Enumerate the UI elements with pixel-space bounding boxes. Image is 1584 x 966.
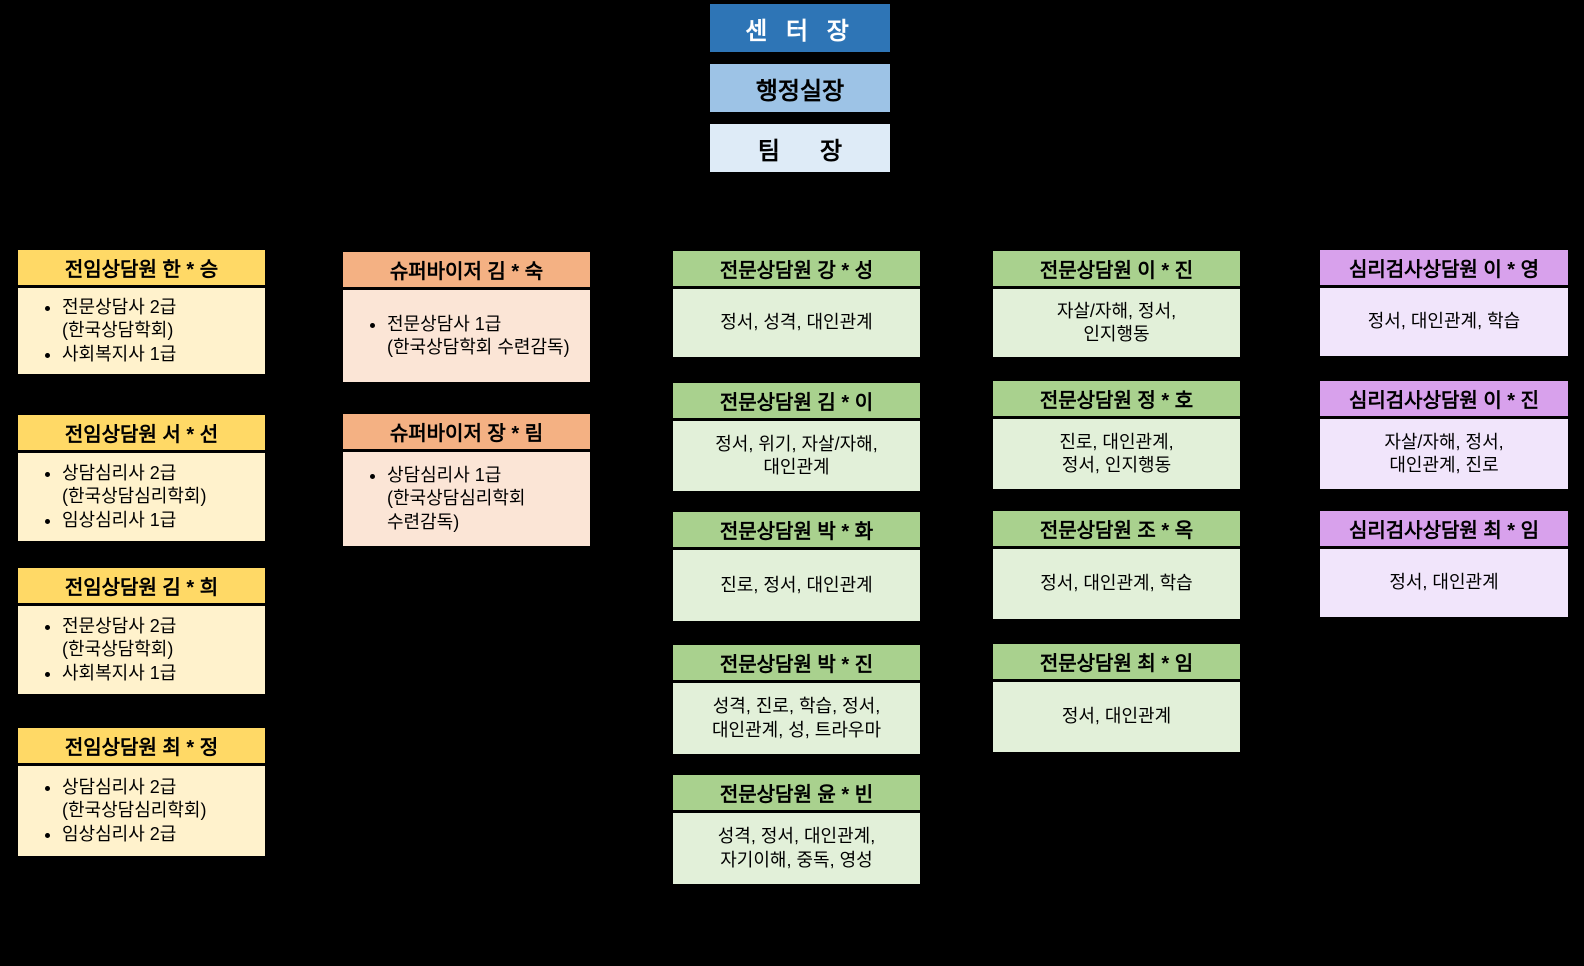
psych-test-counselor-card-3: 심리검사상담원 최 * 임 정서, 대인관계: [1320, 511, 1568, 617]
qualification-list: 전문상담사 2급 (한국상담학회) 사회복지사 1급: [18, 296, 259, 366]
role-box-center-director: 센 터 장: [710, 4, 890, 52]
qualification-item: 사회복지사 1급: [62, 343, 259, 366]
card-qualifications: 전문상담사 1급 (한국상담학회 수련감독): [343, 290, 590, 382]
professional-counselor-card-2: 전문상담원 김 * 이 정서, 위기, 자살/자해, 대인관계: [673, 383, 920, 491]
card-qualifications: 전문상담사 2급 (한국상담학회) 사회복지사 1급: [18, 288, 265, 374]
card-title: 전임상담원 최 * 정: [18, 728, 265, 766]
card-title: 전문상담원 최 * 임: [993, 644, 1240, 682]
card-specialties: 성격, 진로, 학습, 정서, 대인관계, 성, 트라우마: [673, 683, 920, 754]
psych-test-counselor-card-2: 심리검사상담원 이 * 진 자살/자해, 정서, 대인관계, 진로: [1320, 381, 1568, 489]
professional-counselor-card-4: 전문상담원 박 * 진 성격, 진로, 학습, 정서, 대인관계, 성, 트라우…: [673, 645, 920, 754]
full-time-counselor-card-2: 전임상담원 서 * 선 상담심리사 2급 (한국상담심리학회) 임상심리사 1급: [18, 415, 265, 541]
specialty-text: 진로, 정서, 대인관계: [720, 574, 873, 595]
qualification-item: 임상심리사 2급: [62, 823, 259, 846]
card-title: 심리검사상담원 이 * 진: [1320, 381, 1568, 419]
supervisor-card-2: 슈퍼바이저 장 * 림 상담심리사 1급 (한국상담심리학회 수련감독): [343, 414, 590, 546]
psych-test-counselor-card-1: 심리검사상담원 이 * 영 정서, 대인관계, 학습: [1320, 250, 1568, 356]
specialty-text: 자살/자해, 정서, 인지행동: [1056, 300, 1177, 344]
card-specialties: 정서, 대인관계: [1320, 549, 1568, 617]
specialty-text: 정서, 대인관계: [1061, 706, 1172, 727]
card-specialties: 정서, 대인관계: [993, 682, 1240, 752]
qualification-list: 전문상담사 2급 (한국상담학회) 사회복지사 1급: [18, 615, 259, 685]
card-title: 전임상담원 한 * 승: [18, 250, 265, 288]
specialty-text: 성격, 정서, 대인관계, 자기이해, 중독, 영성: [717, 826, 876, 870]
card-qualifications: 전문상담사 2급 (한국상담학회) 사회복지사 1급: [18, 606, 265, 694]
card-title: 전문상담원 박 * 진: [673, 645, 920, 683]
full-time-counselor-card-3: 전임상담원 김 * 희 전문상담사 2급 (한국상담학회) 사회복지사 1급: [18, 568, 265, 694]
qualification-item: 상담심리사 2급 (한국상담심리학회): [62, 462, 259, 509]
card-title: 전문상담원 강 * 성: [673, 251, 920, 289]
specialty-text: 정서, 대인관계, 학습: [1367, 311, 1521, 332]
card-specialties: 자살/자해, 정서, 대인관계, 진로: [1320, 419, 1568, 489]
qualification-item: 전문상담사 2급 (한국상담학회): [62, 615, 259, 662]
professional-counselor-card-1: 전문상담원 강 * 성 정서, 성격, 대인관계: [673, 251, 920, 357]
specialty-text: 정서, 대인관계, 학습: [1040, 573, 1193, 594]
card-title: 전문상담원 박 * 화: [673, 512, 920, 550]
specialty-text: 성격, 진로, 학습, 정서, 대인관계, 성, 트라우마: [711, 696, 882, 740]
card-specialties: 정서, 대인관계, 학습: [1320, 288, 1568, 356]
professional-counselor-card-9: 전문상담원 최 * 임 정서, 대인관계: [993, 644, 1240, 752]
professional-counselor-card-8: 전문상담원 조 * 옥 정서, 대인관계, 학습: [993, 511, 1240, 619]
card-qualifications: 상담심리사 2급 (한국상담심리학회) 임상심리사 2급: [18, 766, 265, 856]
professional-counselor-card-5: 전문상담원 윤 * 빈 성격, 정서, 대인관계, 자기이해, 중독, 영성: [673, 775, 920, 884]
qualification-item: 임상심리사 1급: [62, 509, 259, 532]
card-title: 전문상담원 윤 * 빈: [673, 775, 920, 813]
qualification-list: 상담심리사 2급 (한국상담심리학회) 임상심리사 2급: [18, 776, 259, 846]
qualification-item: 전문상담사 2급 (한국상담학회): [62, 296, 259, 343]
card-specialties: 진로, 정서, 대인관계: [673, 550, 920, 621]
card-title: 전문상담원 조 * 옥: [993, 511, 1240, 549]
specialty-text: 정서, 위기, 자살/자해, 대인관계: [715, 433, 878, 477]
role-box-team-leader: 팀 장: [710, 124, 890, 172]
card-specialties: 정서, 성격, 대인관계: [673, 289, 920, 357]
card-specialties: 정서, 대인관계, 학습: [993, 549, 1240, 619]
qualification-list: 상담심리사 2급 (한국상담심리학회) 임상심리사 1급: [18, 462, 259, 532]
card-specialties: 진로, 대인관계, 정서, 인지행동: [993, 419, 1240, 489]
role-box-admin-office-director: 행정실장: [710, 64, 890, 112]
card-title: 전임상담원 김 * 희: [18, 568, 265, 606]
card-title: 슈퍼바이저 김 * 숙: [343, 252, 590, 290]
card-title: 심리검사상담원 이 * 영: [1320, 250, 1568, 288]
card-title: 전임상담원 서 * 선: [18, 415, 265, 453]
full-time-counselor-card-1: 전임상담원 한 * 승 전문상담사 2급 (한국상담학회) 사회복지사 1급: [18, 250, 265, 374]
supervisor-card-1: 슈퍼바이저 김 * 숙 전문상담사 1급 (한국상담학회 수련감독): [343, 252, 590, 382]
card-title: 전문상담원 김 * 이: [673, 383, 920, 421]
qualification-item: 상담심리사 1급 (한국상담심리학회 수련감독): [387, 464, 584, 534]
qualification-item: 상담심리사 2급 (한국상담심리학회): [62, 776, 259, 823]
card-title: 전문상담원 정 * 호: [993, 381, 1240, 419]
professional-counselor-card-7: 전문상담원 정 * 호 진로, 대인관계, 정서, 인지행동: [993, 381, 1240, 489]
card-title: 슈퍼바이저 장 * 림: [343, 414, 590, 452]
specialty-text: 정서, 대인관계: [1389, 572, 1499, 593]
card-specialties: 자살/자해, 정서, 인지행동: [993, 289, 1240, 357]
qualification-item: 전문상담사 1급 (한국상담학회 수련감독): [387, 313, 584, 360]
card-specialties: 성격, 정서, 대인관계, 자기이해, 중독, 영성: [673, 813, 920, 884]
qualification-item: 사회복지사 1급: [62, 662, 259, 685]
card-qualifications: 상담심리사 1급 (한국상담심리학회 수련감독): [343, 452, 590, 546]
full-time-counselor-card-4: 전임상담원 최 * 정 상담심리사 2급 (한국상담심리학회) 임상심리사 2급: [18, 728, 265, 856]
specialty-text: 진로, 대인관계, 정서, 인지행동: [1059, 431, 1174, 475]
qualification-list: 상담심리사 1급 (한국상담심리학회 수련감독): [343, 464, 584, 534]
professional-counselor-card-6: 전문상담원 이 * 진 자살/자해, 정서, 인지행동: [993, 251, 1240, 357]
professional-counselor-card-3: 전문상담원 박 * 화 진로, 정서, 대인관계: [673, 512, 920, 621]
card-specialties: 정서, 위기, 자살/자해, 대인관계: [673, 421, 920, 491]
specialty-text: 정서, 성격, 대인관계: [720, 312, 873, 333]
card-title: 전문상담원 이 * 진: [993, 251, 1240, 289]
qualification-list: 전문상담사 1급 (한국상담학회 수련감독): [343, 313, 584, 360]
card-qualifications: 상담심리사 2급 (한국상담심리학회) 임상심리사 1급: [18, 453, 265, 541]
card-title: 심리검사상담원 최 * 임: [1320, 511, 1568, 549]
specialty-text: 자살/자해, 정서, 대인관계, 진로: [1384, 431, 1504, 475]
